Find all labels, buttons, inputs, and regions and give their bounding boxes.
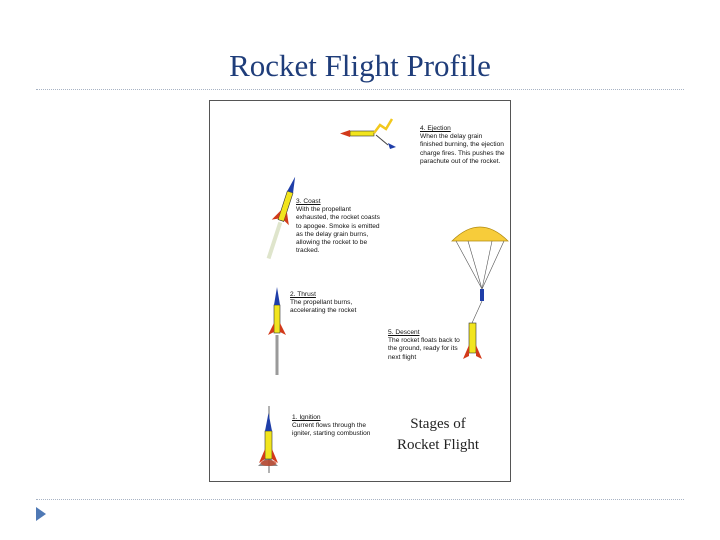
ejection-rocket	[340, 118, 396, 149]
nose-cone	[287, 176, 296, 193]
stage-heading: 3. Coast	[296, 198, 321, 205]
stage-descent-text: 5. Descent The rocket floats back to the…	[388, 329, 466, 362]
caption-line: Stages of	[410, 416, 466, 432]
figure-caption: Stages of Rocket Flight	[378, 414, 498, 456]
rocket-illustration	[258, 118, 509, 473]
smoke-trail	[266, 221, 283, 260]
stage-description: The rocket floats back to the ground, re…	[388, 337, 460, 361]
stage-heading: 4. Ejection	[420, 125, 451, 132]
footer-divider	[36, 499, 684, 500]
stage-ignition-text: 1. Ignition Current flows through the ig…	[292, 414, 376, 439]
shock-cord	[471, 300, 483, 324]
shock-cord	[375, 134, 389, 146]
stage-heading: 1. Ignition	[292, 414, 321, 421]
left-fin	[463, 345, 469, 359]
thrust-rocket	[268, 287, 286, 375]
stage-thrust-text: 2. Thrust The propellant burns, accelera…	[290, 291, 374, 316]
stage-description: Current flows through the igniter, start…	[292, 422, 371, 438]
right-fin	[280, 323, 286, 335]
shroud-line	[481, 240, 493, 290]
nose-cone	[265, 413, 272, 431]
nose-cone	[480, 289, 484, 301]
rocket-body	[264, 430, 273, 460]
left-fin	[259, 449, 265, 463]
ignition-flame	[260, 460, 277, 466]
stage-description: With the propellant exhausted, the rocke…	[296, 206, 380, 255]
shroud-line	[455, 240, 483, 290]
exhaust-trail	[275, 335, 279, 375]
shroud-line	[481, 240, 505, 290]
stage-ejection-text: 4. Ejection When the delay grain finishe…	[420, 125, 506, 166]
tail-fins	[340, 130, 350, 137]
stage-description: When the delay grain finished burning, t…	[420, 133, 505, 165]
bullet-arrow-icon	[36, 507, 46, 521]
right-fin	[476, 345, 482, 359]
stage-heading: 2. Thrust	[290, 291, 316, 298]
rocket-body	[468, 322, 477, 354]
slide-title: Rocket Flight Profile	[229, 48, 491, 83]
ejection-burst	[373, 118, 394, 134]
left-fin	[268, 323, 274, 335]
right-fin	[284, 211, 289, 226]
coast-rocket	[266, 176, 296, 260]
right-fin	[272, 449, 278, 463]
flight-profile-figure: 1. Ignition Current flows through the ig…	[209, 100, 511, 482]
caption-line: Rocket Flight	[396, 437, 480, 453]
nose-cone	[388, 143, 396, 149]
stage-coast-text: 3. Coast With the propellant exhausted, …	[296, 198, 380, 255]
shroud-line	[467, 240, 483, 290]
descent-rocket	[451, 226, 509, 359]
rocket-body	[349, 130, 375, 137]
stage-heading: 5. Descent	[388, 329, 420, 336]
title-divider	[36, 89, 684, 90]
ignition-rocket	[258, 406, 278, 473]
parachute	[451, 226, 509, 242]
nose-cone	[274, 287, 280, 305]
rocket-body	[273, 304, 281, 334]
stage-description: The propellant burns, accelerating the r…	[290, 299, 357, 315]
